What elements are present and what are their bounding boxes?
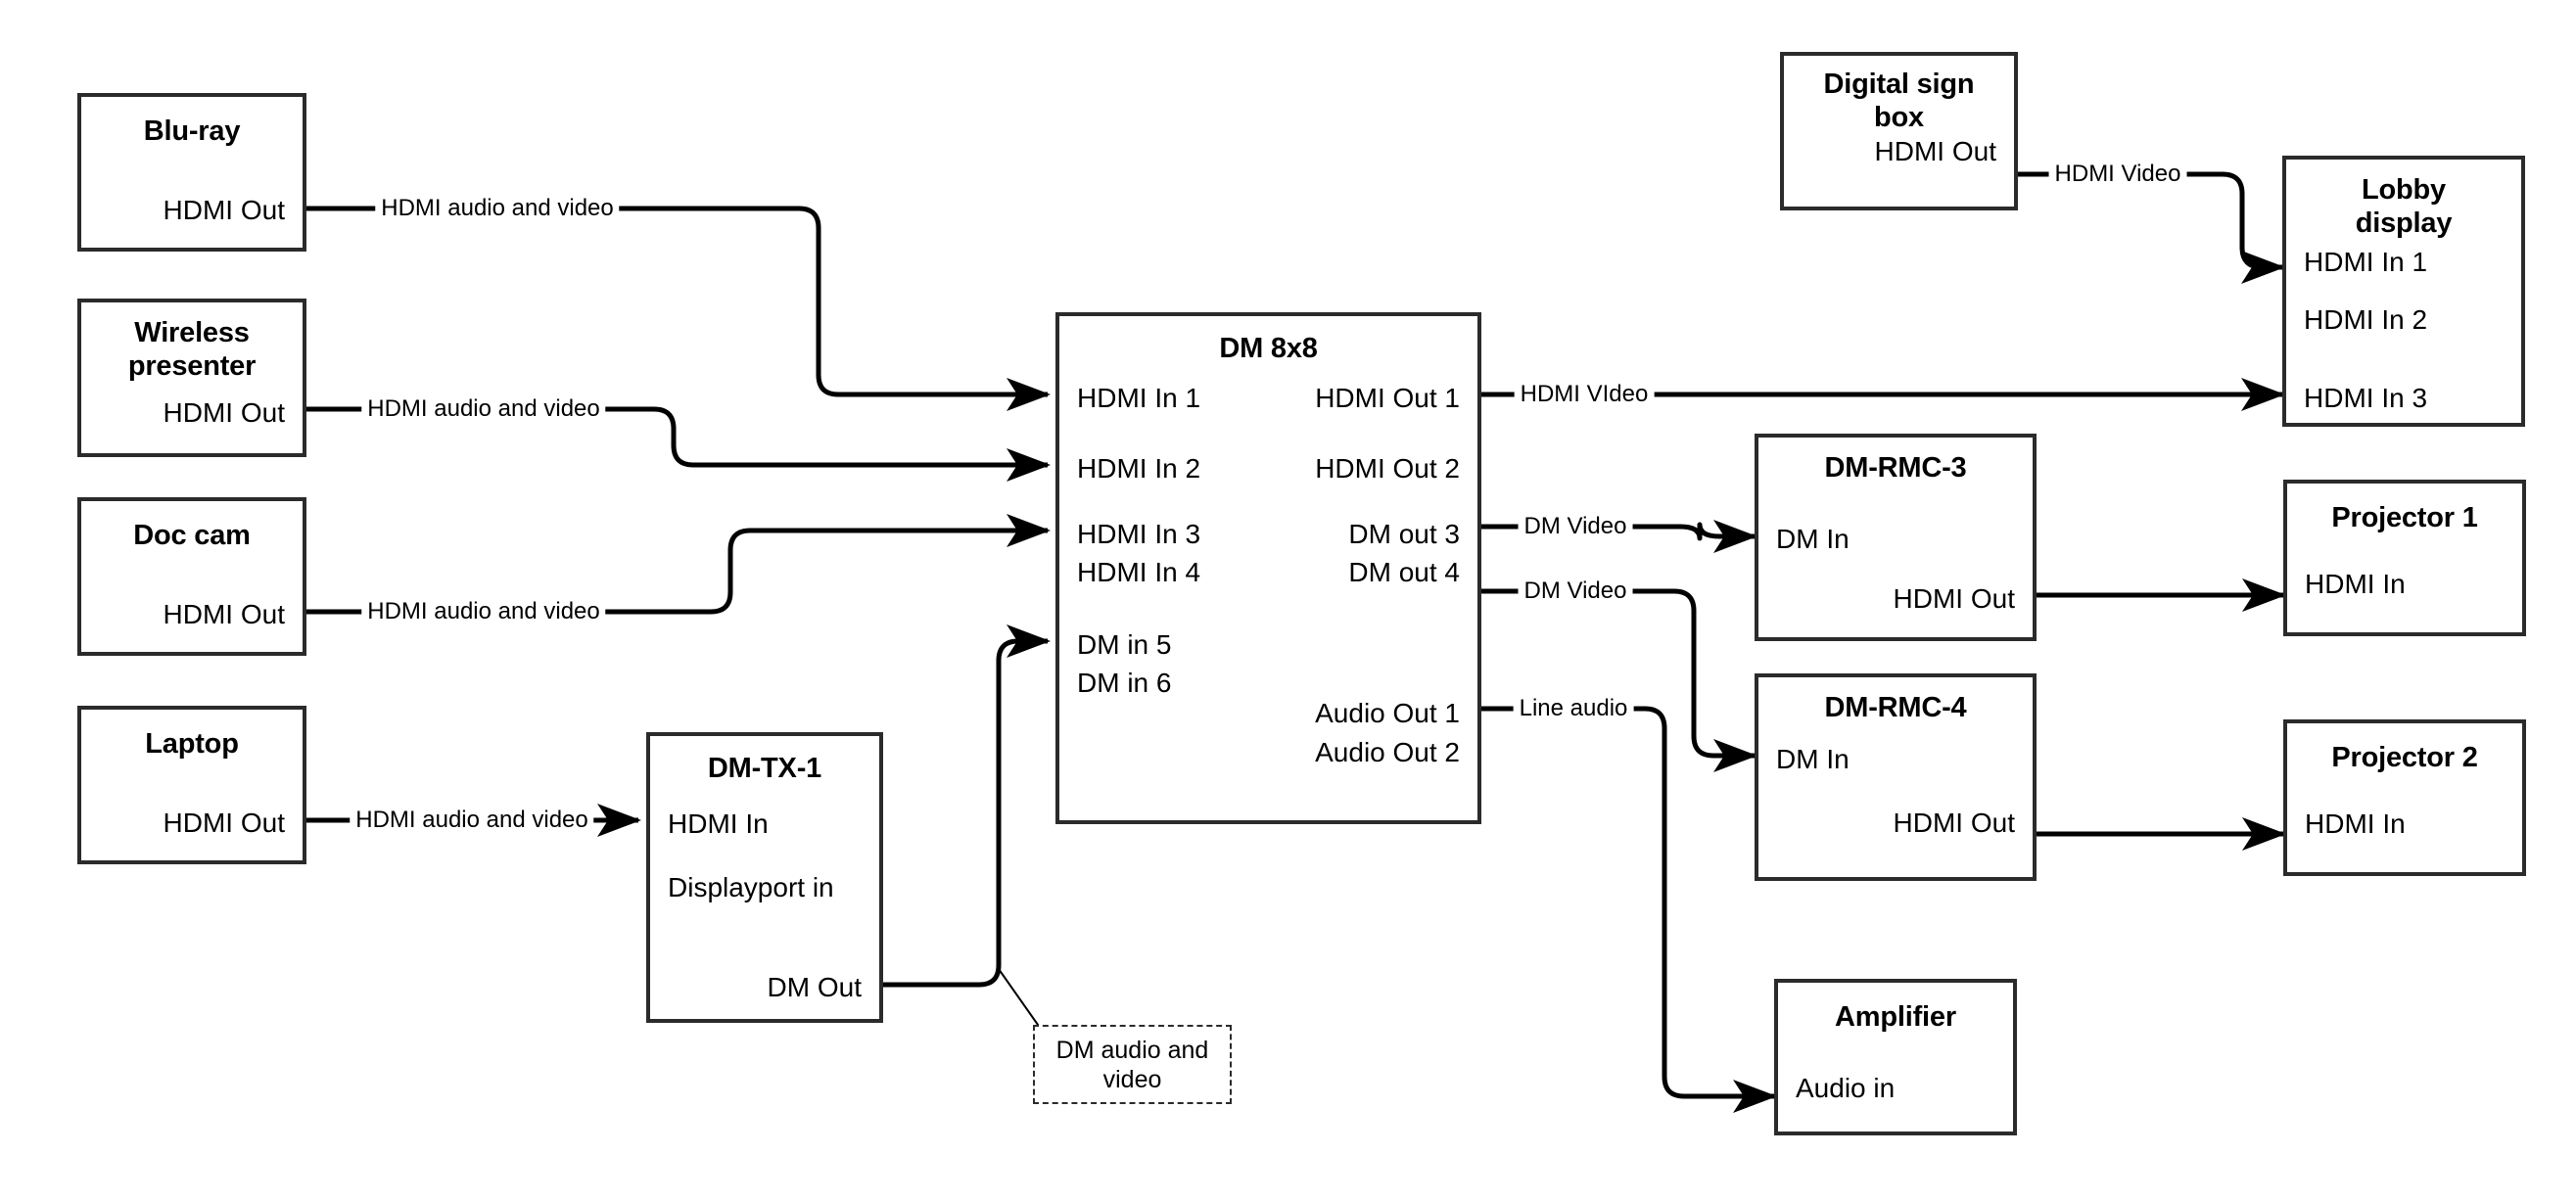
node-projector-1-port-hdmi-in[interactable]: HDMI In: [2305, 569, 2406, 599]
node-digital-sign-box-title: Digital sign box: [1823, 69, 1975, 133]
node-digital-sign-box-port-hdmi-out[interactable]: HDMI Out: [1874, 136, 1996, 166]
wire-dm8x8-out4-to-rmc4: [1481, 588, 1758, 772]
node-bluray[interactable]: Blu-ray HDMI Out: [77, 93, 306, 252]
node-lobby-display-title: Lobby display: [2355, 174, 2453, 239]
node-amplifier-title: Amplifier: [1835, 1001, 1956, 1033]
node-projector-2-port-hdmi-in[interactable]: HDMI In: [2305, 808, 2406, 839]
node-dm-8x8-input-dm-in-6[interactable]: DM in 6: [1077, 668, 1172, 698]
wire-dm8x8-audio1-to-amplifier: [1481, 706, 1778, 1113]
node-lobby-display-port-hdmi-in-1[interactable]: HDMI In 1: [2304, 247, 2428, 277]
callout-dm-audio-and-video-text: DM audio and video: [1055, 1036, 1209, 1093]
node-dm-8x8-output-hdmi-out-1[interactable]: HDMI Out 1: [1315, 383, 1460, 413]
node-projector-1[interactable]: Projector 1 HDMI In: [2283, 480, 2526, 636]
node-dm-rmc-4-title: DM-RMC-4: [1824, 692, 1967, 723]
node-dm-8x8-output-audio-out-2[interactable]: Audio Out 2: [1315, 737, 1460, 767]
wire-bluray-to-dm8x8: [306, 206, 1052, 411]
node-dm-rmc-4-port-hdmi-out[interactable]: HDMI Out: [1893, 808, 2015, 838]
wire-dmtx1-to-dm8x8: [883, 624, 1052, 988]
node-bluray-port-hdmi-out[interactable]: HDMI Out: [163, 195, 285, 225]
node-lobby-display[interactable]: Lobby display HDMI In 1 HDMI In 2 HDMI I…: [2282, 156, 2525, 427]
node-dm-rmc-3-port-hdmi-out[interactable]: HDMI Out: [1893, 583, 2015, 614]
node-dm-tx-1-title: DM-TX-1: [707, 753, 822, 784]
node-doc-cam-title: Doc cam: [133, 520, 251, 551]
wire-label-laptop-to-dmtx1: HDMI audio and video: [350, 808, 594, 833]
wire-label-dm8x8-out3-to-rmc3: DM Video: [1518, 514, 1633, 539]
node-dm-8x8-input-dm-in-5[interactable]: DM in 5: [1077, 629, 1172, 660]
node-dm-8x8-output-dm-out-3[interactable]: DM out 3: [1348, 519, 1460, 549]
wire-digitalsign-to-lobby: [2018, 171, 2286, 284]
node-laptop-title: Laptop: [145, 728, 239, 760]
node-amplifier[interactable]: Amplifier Audio in: [1774, 979, 2017, 1135]
node-wireless-presenter-port-hdmi-out[interactable]: HDMI Out: [163, 397, 285, 428]
node-dm-rmc-4-port-dm-in[interactable]: DM In: [1776, 744, 1850, 774]
node-dm-8x8-output-audio-out-1[interactable]: Audio Out 1: [1315, 698, 1460, 728]
node-laptop[interactable]: Laptop HDMI Out: [77, 706, 306, 864]
node-wireless-presenter-title: Wireless presenter: [127, 317, 257, 382]
wire-label-wireless-to-dm8x8: HDMI audio and video: [361, 396, 606, 422]
wire-label-dm8x8-out1-to-lobby: HDMI VIdeo: [1514, 382, 1655, 407]
node-dm-rmc-4[interactable]: DM-RMC-4 DM In HDMI Out: [1755, 673, 2037, 881]
node-doc-cam-port-hdmi-out[interactable]: HDMI Out: [163, 599, 285, 629]
wire-label-bluray-to-dm8x8: HDMI audio and video: [375, 196, 620, 221]
node-dm-8x8-title: DM 8x8: [1219, 333, 1318, 364]
node-dm-rmc-3-port-dm-in[interactable]: DM In: [1776, 524, 1850, 554]
node-dm-8x8[interactable]: DM 8x8 HDMI In 1 HDMI In 2 HDMI In 3 HDM…: [1055, 312, 1481, 824]
node-wireless-presenter[interactable]: Wireless presenter HDMI Out: [77, 299, 306, 457]
node-bluray-title: Blu-ray: [143, 115, 241, 147]
callout-dm-audio-and-video: DM audio and video: [1033, 1025, 1232, 1104]
node-dm-8x8-input-hdmi-in-4[interactable]: HDMI In 4: [1077, 557, 1201, 587]
wire-label-doccam-to-dm8x8: HDMI audio and video: [361, 599, 606, 624]
wire-label-dm8x8-out4-to-rmc4: DM Video: [1518, 578, 1633, 604]
node-dm-8x8-input-hdmi-in-3[interactable]: HDMI In 3: [1077, 519, 1201, 549]
node-laptop-port-hdmi-out[interactable]: HDMI Out: [163, 808, 285, 838]
node-dm-tx-1-port-displayport-in[interactable]: Displayport in: [668, 872, 834, 902]
node-dm-8x8-output-dm-out-4[interactable]: DM out 4: [1348, 557, 1460, 587]
node-lobby-display-port-hdmi-in-2[interactable]: HDMI In 2: [2304, 304, 2428, 335]
node-dm-tx-1[interactable]: DM-TX-1 HDMI In Displayport in DM Out: [646, 732, 883, 1023]
node-dm-rmc-3-title: DM-RMC-3: [1824, 452, 1967, 484]
node-projector-2[interactable]: Projector 2 HDMI In: [2283, 719, 2526, 876]
node-dm-8x8-input-hdmi-in-1[interactable]: HDMI In 1: [1077, 383, 1201, 413]
node-dm-tx-1-port-hdmi-in[interactable]: HDMI In: [668, 808, 769, 839]
node-dm-8x8-input-hdmi-in-2[interactable]: HDMI In 2: [1077, 453, 1201, 484]
node-dm-tx-1-port-dm-out[interactable]: DM Out: [767, 972, 862, 1002]
node-lobby-display-port-hdmi-in-3[interactable]: HDMI In 3: [2304, 383, 2428, 413]
node-projector-2-title: Projector 2: [2331, 742, 2478, 773]
node-amplifier-port-audio-in[interactable]: Audio in: [1796, 1073, 1896, 1103]
node-digital-sign-box[interactable]: Digital sign box HDMI Out: [1780, 52, 2018, 210]
wire-label-digitalsign-to-lobby: HDMI Video: [2048, 162, 2187, 187]
node-dm-rmc-3[interactable]: DM-RMC-3 DM In HDMI Out: [1755, 434, 2037, 641]
node-dm-8x8-output-hdmi-out-2[interactable]: HDMI Out 2: [1315, 453, 1460, 484]
wire-label-dm8x8-audio1-to-amplifier: Line audio: [1513, 696, 1634, 721]
node-projector-1-title: Projector 1: [2331, 502, 2478, 533]
node-doc-cam[interactable]: Doc cam HDMI Out: [77, 497, 306, 656]
